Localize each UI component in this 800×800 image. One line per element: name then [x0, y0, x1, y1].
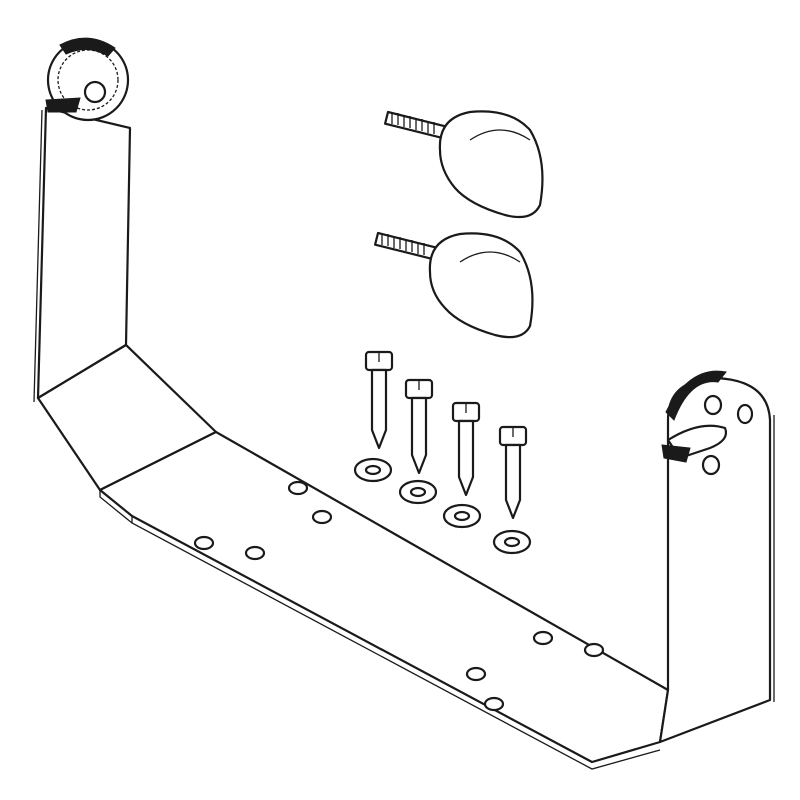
washers [353, 457, 532, 555]
screw [364, 350, 394, 450]
bracket-left-arm [33, 106, 218, 492]
pivot-hole [703, 394, 723, 416]
knob [383, 110, 544, 219]
pivot-hole [701, 454, 721, 476]
bracket-right-arm [658, 370, 775, 744]
mounting-holes [193, 480, 605, 712]
screw [498, 425, 528, 520]
screw [404, 378, 434, 475]
bracket-base [98, 430, 670, 770]
knob [373, 231, 534, 339]
screw [451, 401, 481, 497]
pivot-hole [736, 403, 754, 425]
bracket-left-gear [45, 37, 130, 122]
